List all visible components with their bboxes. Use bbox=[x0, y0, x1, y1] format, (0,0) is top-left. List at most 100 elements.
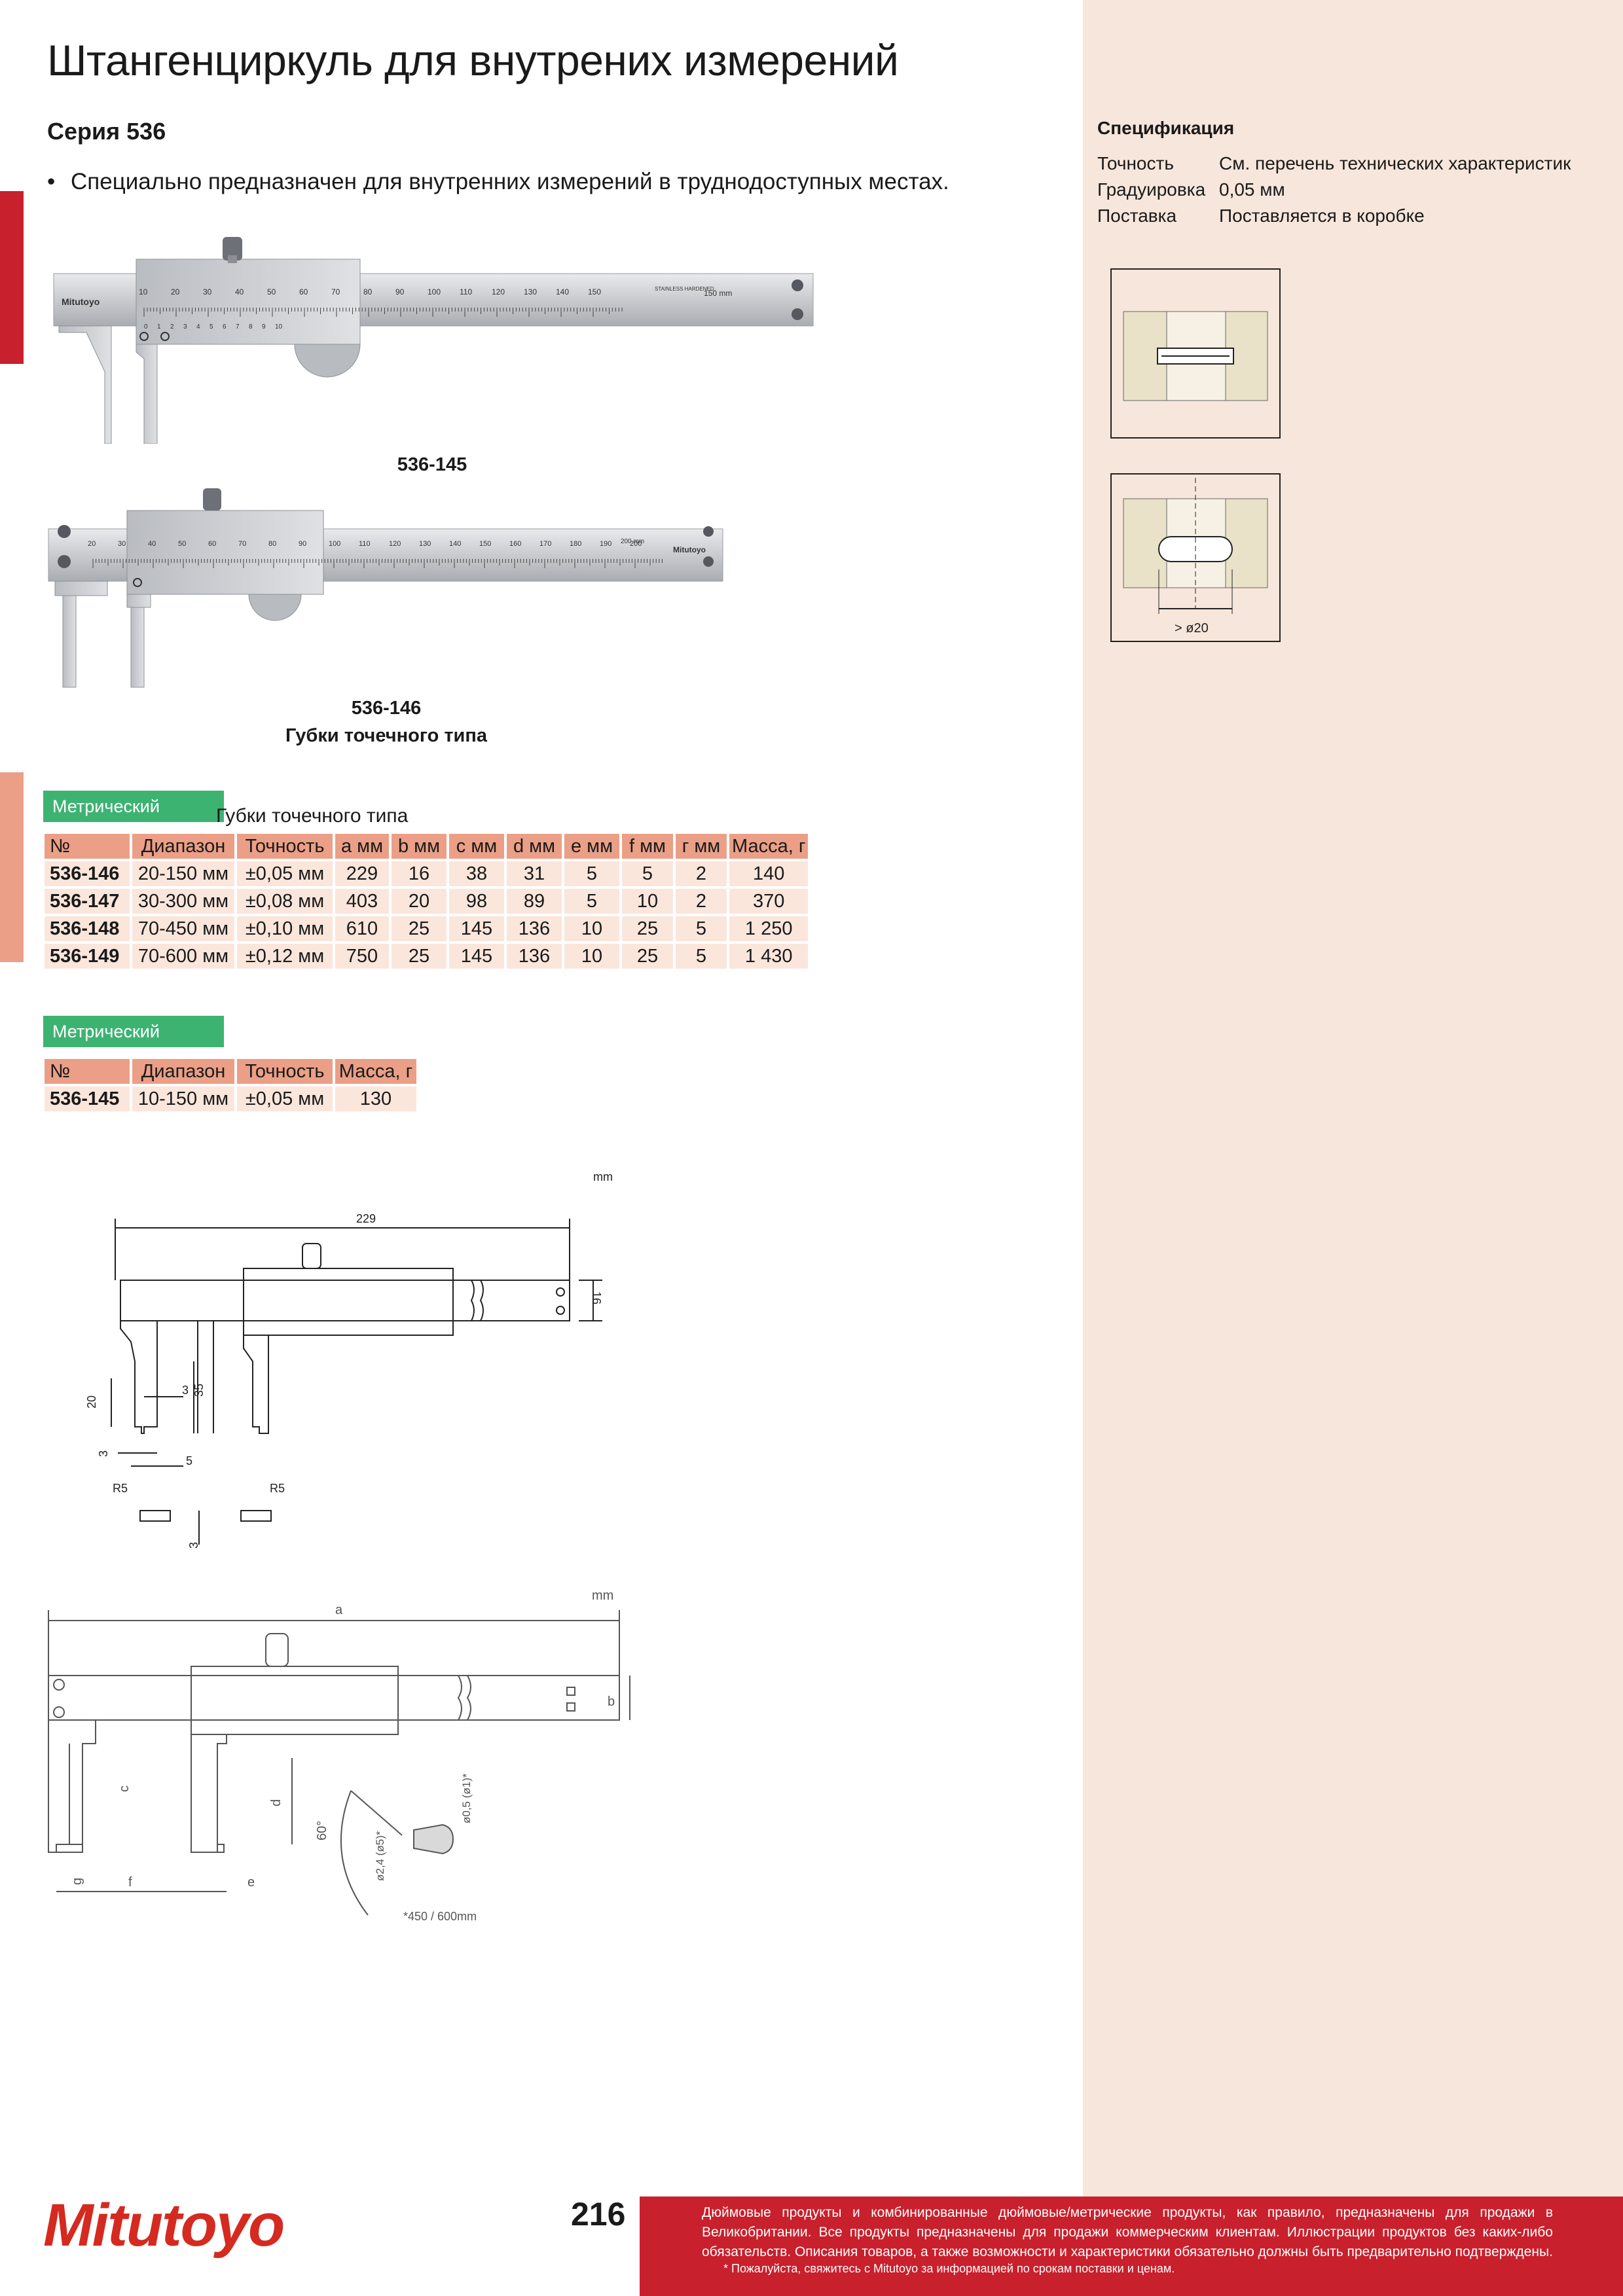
cell: 20-150 мм bbox=[132, 861, 234, 886]
cell: 536-148 bbox=[45, 916, 130, 941]
spec-title: Спецификация bbox=[1097, 118, 1235, 138]
cell: 10 bbox=[564, 916, 619, 941]
scale-numeral: 30 bbox=[203, 287, 212, 296]
cell: 5 bbox=[564, 861, 619, 886]
scale-numeral: 40 bbox=[235, 287, 244, 296]
brand-mark: Mitutoyo bbox=[62, 296, 100, 307]
footer-disclaimer-panel bbox=[640, 2197, 1623, 2296]
cell: 536-147 bbox=[45, 889, 130, 914]
slot-size-label: > ø20 bbox=[1175, 621, 1209, 636]
vernier-numeral: 5 bbox=[210, 323, 213, 331]
cell: 98 bbox=[449, 889, 504, 914]
scale-numeral: 120 bbox=[389, 540, 401, 548]
scale-numeral: 20 bbox=[171, 287, 180, 296]
section-marker-red bbox=[0, 191, 24, 364]
dimension-drawing-536-145: 229 mm 229 16 35 20 3 3 5 R5 R5 3 bbox=[85, 1170, 613, 1549]
cell: 145 bbox=[449, 916, 504, 941]
scale-numeral: 90 bbox=[395, 287, 405, 296]
scale-end-label-2: 200 mm bbox=[621, 538, 644, 545]
vernier-numeral: 7 bbox=[236, 323, 240, 331]
cell: ±0,05 мм bbox=[237, 1086, 333, 1111]
cell: 5 bbox=[676, 944, 727, 969]
cell: 10 bbox=[564, 944, 619, 969]
scale-numeral: 120 bbox=[492, 287, 505, 296]
unit-label-2: mm bbox=[592, 1588, 613, 1603]
col-header: c мм bbox=[449, 834, 504, 859]
series-label: Серия 536 bbox=[47, 118, 166, 145]
cell: 1 430 bbox=[729, 944, 809, 969]
cell: 130 bbox=[335, 1086, 416, 1111]
scale-numeral: 180 bbox=[570, 540, 581, 548]
dim-f: f bbox=[128, 1875, 132, 1890]
scale-numeral: 190 bbox=[600, 540, 611, 548]
cell: ±0,10 мм bbox=[237, 916, 333, 941]
cell: 16 bbox=[392, 861, 447, 886]
feature-bullet: •Специально предназначен для внутренних … bbox=[47, 169, 949, 194]
dim-height: 16 bbox=[590, 1291, 603, 1304]
brand-mark-2: Mitutoyo bbox=[673, 545, 706, 554]
model-label-536-146: 536-146 bbox=[351, 698, 422, 719]
scale-numeral: 150 bbox=[479, 540, 491, 548]
cell: 25 bbox=[392, 916, 447, 941]
table-header-row: № Диапазон Точность Масса, г bbox=[45, 1059, 416, 1084]
dim-3b: 3 bbox=[97, 1450, 110, 1457]
mitutoyo-logo: Mitutoyo bbox=[43, 2192, 285, 2259]
vernier-numeral: 8 bbox=[249, 323, 253, 331]
cell: 5 bbox=[564, 889, 619, 914]
cell: 1 250 bbox=[729, 916, 809, 941]
dim-e: e bbox=[247, 1875, 255, 1890]
metric-tag-1: Метрический bbox=[43, 791, 224, 822]
scale-numeral: 160 bbox=[509, 540, 521, 548]
dim-tip1: ø2,4 (ø5)* bbox=[374, 1831, 386, 1881]
model-label-536-145: 536-145 bbox=[397, 454, 467, 475]
scale-numeral: 50 bbox=[267, 287, 276, 296]
model-sublabel-536-146: Губки точечного типа bbox=[285, 725, 488, 746]
cell: 38 bbox=[449, 861, 504, 886]
vernier-numeral: 9 bbox=[262, 323, 266, 331]
metric-tag-2: Метрический bbox=[43, 1016, 224, 1047]
application-diagrams: > ø20 bbox=[1110, 268, 1281, 642]
scale-end-label: 150 mm bbox=[704, 289, 732, 298]
scale-numeral: 110 bbox=[460, 287, 472, 296]
dim-d: d bbox=[269, 1799, 283, 1806]
scale-numeral: 80 bbox=[268, 540, 276, 548]
note-size: *450 / 600mm bbox=[403, 1910, 477, 1923]
vernier-numeral: 2 bbox=[170, 323, 174, 331]
cell: 536-146 bbox=[45, 861, 130, 886]
scale-numeral: 60 bbox=[299, 287, 308, 296]
dim-tip2: ø0,5 (ø1)* bbox=[460, 1773, 473, 1823]
page-number: 216 bbox=[571, 2196, 626, 2233]
cell: 2 bbox=[676, 889, 727, 914]
footer-note: * Пожалуйста, свяжитесь с Mitutoyo за ин… bbox=[723, 2262, 1175, 2275]
scale-numeral: 40 bbox=[148, 540, 156, 548]
cell: 750 bbox=[335, 944, 389, 969]
col-header: d мм bbox=[507, 834, 562, 859]
scale-numeral: 140 bbox=[449, 540, 461, 548]
cell: 20 bbox=[392, 889, 447, 914]
cell: 145 bbox=[449, 944, 504, 969]
cell: 89 bbox=[507, 889, 562, 914]
col-header: b мм bbox=[392, 834, 447, 859]
col-header: Масса, г bbox=[729, 834, 809, 859]
cell: 370 bbox=[729, 889, 809, 914]
scale-numeral: 100 bbox=[329, 540, 340, 548]
cell: ±0,12 мм bbox=[237, 944, 333, 969]
engraving-mark: STAINLESS HARDENED bbox=[655, 286, 714, 292]
scale-numeral: 200 bbox=[630, 540, 642, 548]
footer-disclaimer: Дюймовые продукты и комбинированные дюйм… bbox=[702, 2205, 1553, 2259]
vernier-numeral: 3 bbox=[183, 323, 187, 331]
scale-numeral: 130 bbox=[419, 540, 431, 548]
scale-numeral: 50 bbox=[178, 540, 186, 548]
scale-numeral: 30 bbox=[118, 540, 126, 548]
col-header: г мм bbox=[676, 834, 727, 859]
col-header: Диапазон bbox=[132, 1059, 234, 1084]
scale-numeral: 140 bbox=[556, 287, 569, 296]
col-header: № bbox=[45, 1059, 130, 1084]
